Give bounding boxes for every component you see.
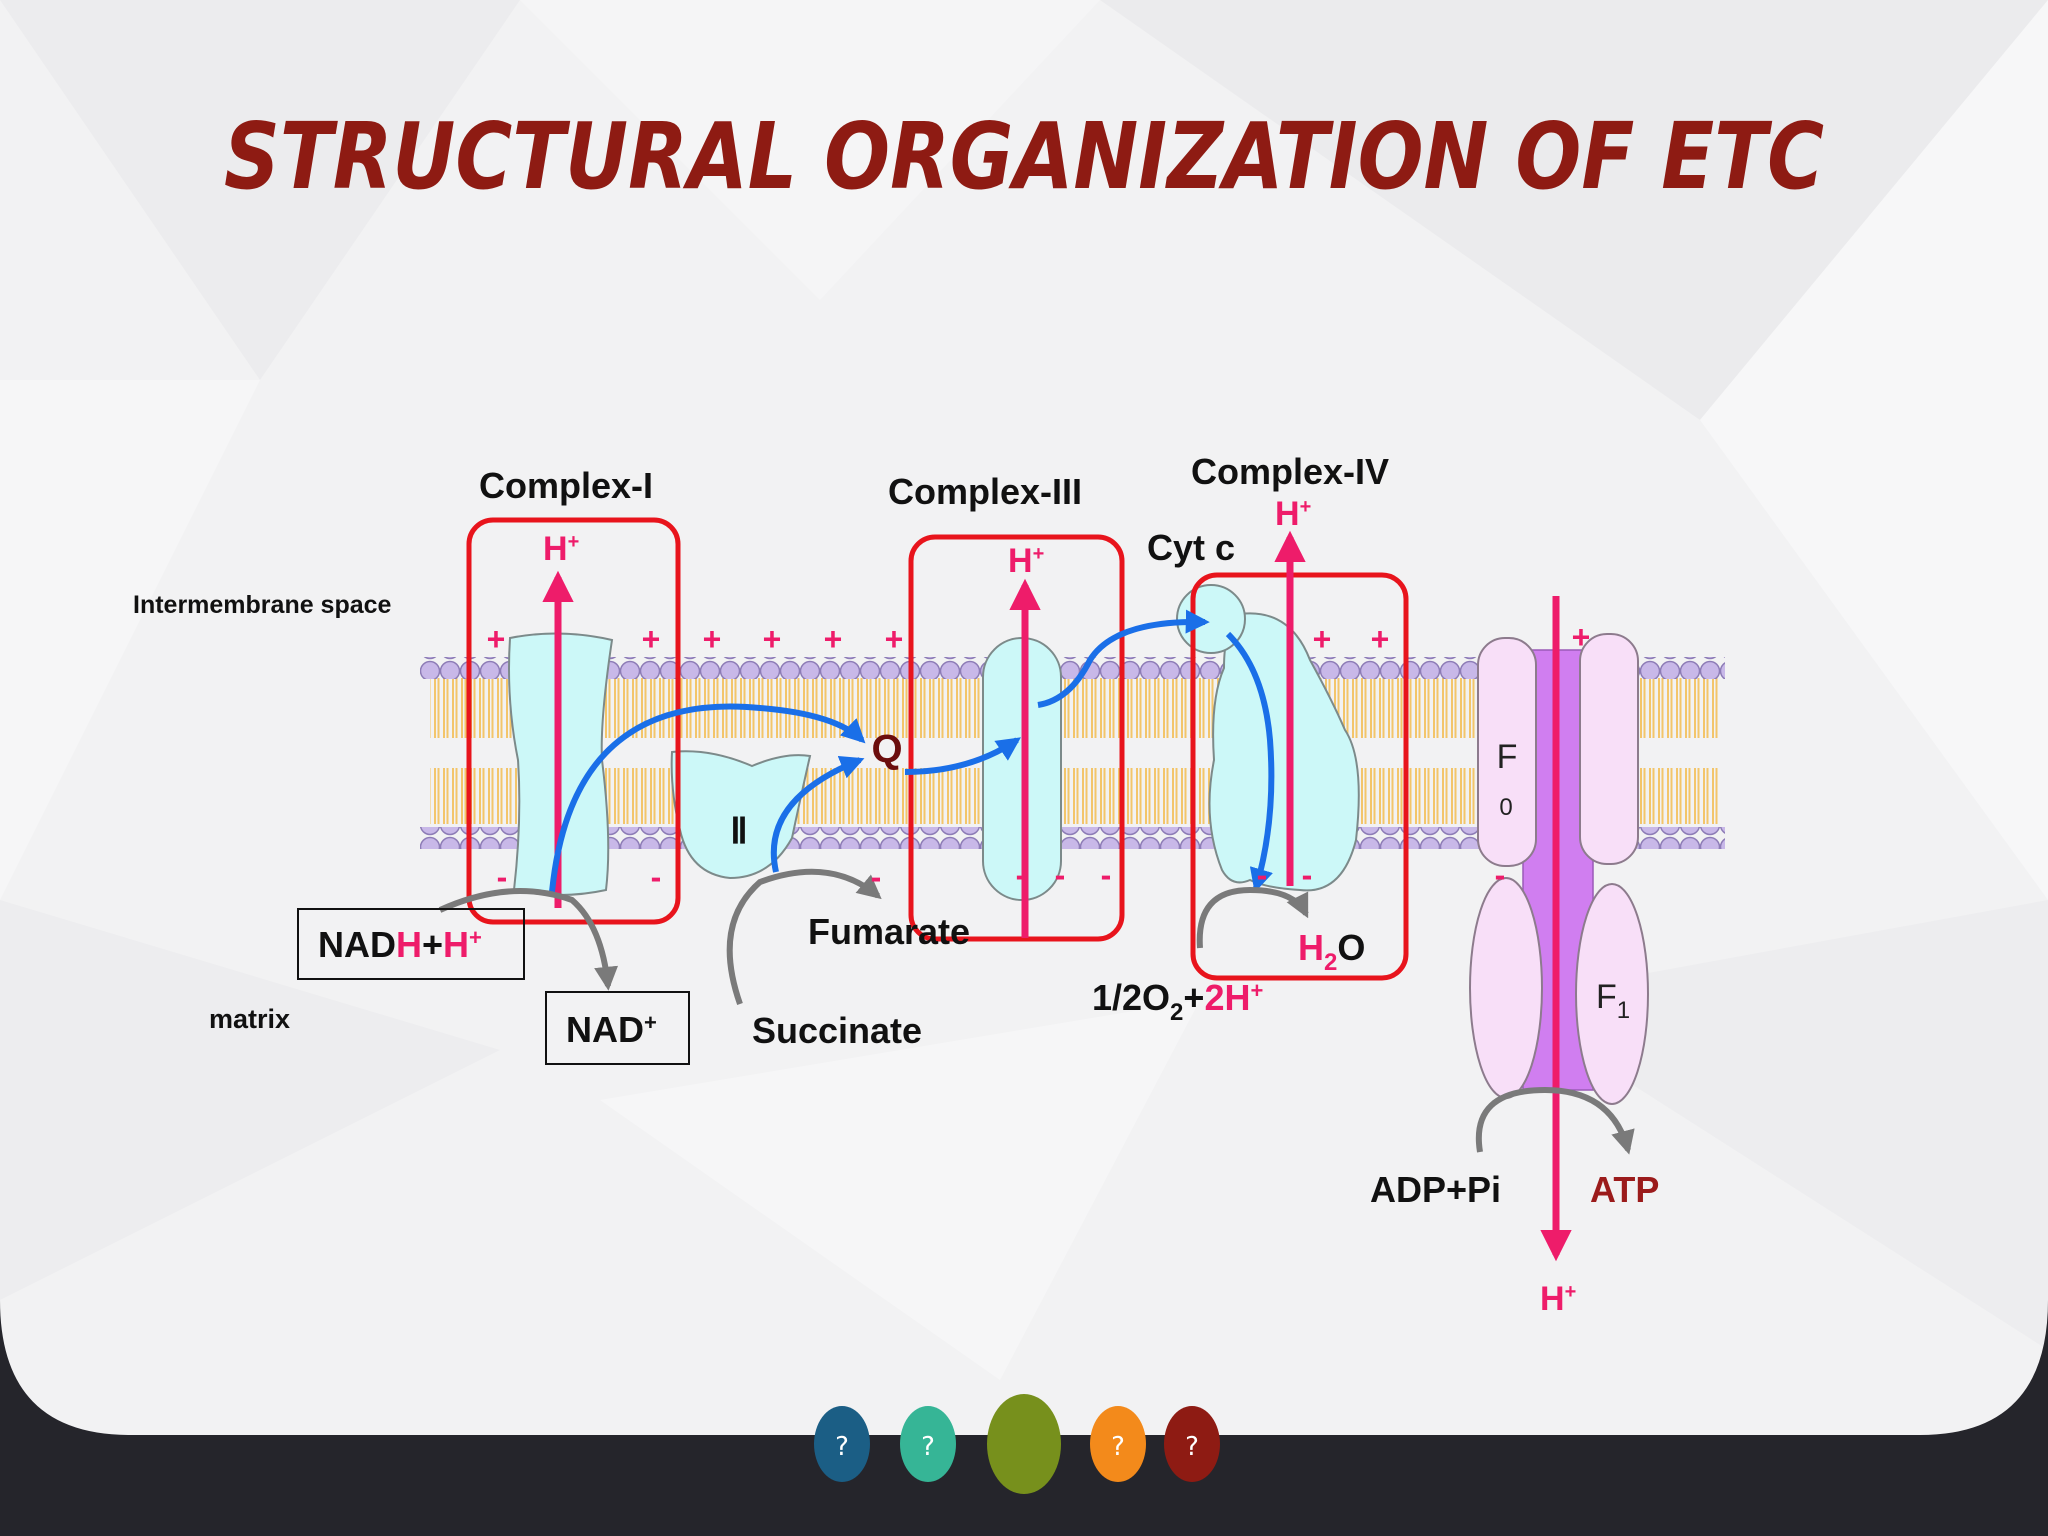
atp-label: ATP — [1590, 1169, 1659, 1210]
svg-text:+: + — [642, 621, 661, 657]
h-plus-3: H+ — [1008, 542, 1044, 580]
nav-button-home-bg — [987, 1394, 1061, 1494]
complex-4-protein — [1208, 612, 1360, 892]
svg-text:-: - — [1302, 857, 1313, 893]
complex-4-box — [1190, 572, 1409, 981]
nav-button-home[interactable] — [987, 1394, 1061, 1494]
nav-button-4-icon: ? — [1111, 1432, 1125, 1462]
electron-path — [549, 609, 1275, 893]
complex-3-label: Complex-III — [888, 471, 1082, 512]
svg-text:+: + — [885, 621, 904, 657]
svg-text:-: - — [871, 859, 882, 895]
nav-button-5-icon: ? — [1185, 1432, 1199, 1462]
svg-text:+: + — [763, 621, 782, 657]
svg-text:-: - — [1055, 857, 1066, 893]
nav-button-2-icon: ? — [921, 1432, 935, 1462]
substrate-arrows — [438, 868, 1635, 1155]
intermembrane-label: Intermembrane space — [133, 591, 392, 619]
nadh-label: NADH+H+ — [318, 924, 482, 965]
nav-button-1-icon: ? — [835, 1432, 849, 1462]
svg-text:+: + — [487, 621, 506, 657]
cyt-c-label: Cyt c — [1147, 527, 1235, 568]
nad-box — [545, 991, 690, 1065]
q-label: Q — [871, 727, 902, 771]
complex-4-label: Complex-IV — [1191, 451, 1389, 492]
succinate-label: Succinate — [752, 1010, 922, 1051]
nav-button-4[interactable]: ? — [1090, 1406, 1146, 1482]
complex-2-label: Ⅱ — [730, 810, 748, 851]
nav-button-2[interactable]: ? — [900, 1406, 956, 1482]
svg-text:-: - — [1101, 857, 1112, 893]
svg-text:-: - — [497, 859, 508, 895]
nav-buttons: ? ? ? ? — [814, 1394, 1220, 1494]
nav-button-2-bg — [900, 1406, 956, 1482]
nav-button-1-bg — [814, 1406, 870, 1482]
svg-text:+: + — [1313, 621, 1332, 657]
nadh-box — [297, 908, 525, 980]
water-label: H2O — [1298, 927, 1365, 976]
complex-1-box — [466, 517, 681, 925]
h-plus-4: H+ — [1275, 495, 1311, 533]
nav-button-1[interactable]: ? — [814, 1406, 870, 1482]
svg-text:-: - — [1016, 857, 1027, 893]
svg-text:+: + — [1371, 621, 1390, 657]
nav-button-5[interactable]: ? — [1164, 1406, 1220, 1482]
fumarate-label: Fumarate — [808, 911, 970, 952]
background-facets — [0, 0, 2048, 1380]
f0-sub: 0 — [1499, 794, 1512, 821]
svg-text:+: + — [1572, 619, 1591, 655]
svg-text:+: + — [824, 621, 843, 657]
svg-text:-: - — [1257, 857, 1268, 893]
matrix-label: matrix — [209, 1004, 290, 1034]
slide-title: STRUCTURAL ORGANIZATION OF ETC — [224, 103, 1824, 210]
h-plus-atp: H+ — [1540, 1280, 1576, 1318]
svg-text:+: + — [703, 621, 722, 657]
proton-arrows — [542, 530, 1572, 1262]
svg-text:-: - — [1495, 857, 1506, 893]
proton-labels: H+ H+ H+ H+ — [543, 495, 1576, 1318]
adp-label: ADP+Pi — [1370, 1169, 1501, 1210]
nav-button-5-bg — [1164, 1406, 1220, 1482]
footer-band — [0, 1300, 2048, 1536]
oxygen-label: 1/2O2+2H+ — [1092, 977, 1263, 1026]
f1-label: F1 — [1596, 978, 1630, 1024]
complex-3-box — [908, 534, 1125, 942]
nad-label: NAD+ — [566, 1009, 657, 1050]
nav-button-4-bg — [1090, 1406, 1146, 1482]
charge-signs: + + + + + + + + + - - - - - - - - - — [487, 619, 1591, 895]
h-plus-1: H+ — [543, 530, 579, 568]
svg-text:-: - — [651, 859, 662, 895]
complex-1-label: Complex-I — [479, 465, 653, 506]
f0-label: F — [1497, 738, 1518, 776]
